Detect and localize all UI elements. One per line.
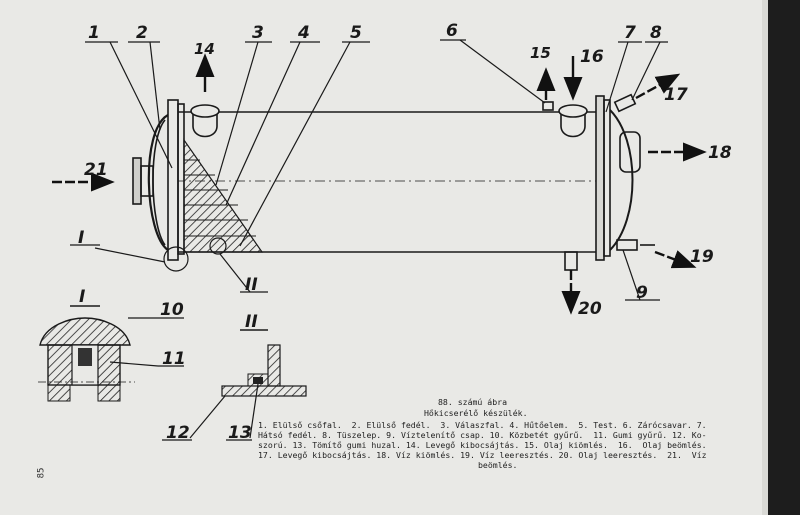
drain-cock-9 [616, 239, 655, 251]
heading-detail-II: II [245, 312, 258, 332]
label-10: 10 [160, 300, 184, 320]
label-3: 3 [252, 23, 264, 43]
label-2: 2 [136, 23, 148, 43]
film-frame-border [768, 0, 800, 515]
label-9: 9 [636, 283, 648, 303]
front-tube-sheet [167, 99, 185, 261]
label-4: 4 [297, 23, 310, 43]
figure-title: Hőkicserélő készülék. [424, 408, 528, 418]
label-19: 19 [690, 247, 714, 267]
label-8: 8 [650, 23, 662, 43]
label-18: 18 [708, 143, 732, 163]
film-edge [762, 0, 768, 515]
flow-arrows [52, 53, 707, 315]
label-11: 11 [162, 349, 186, 369]
legend-line-5: beömlés. [478, 460, 518, 470]
inlet-nozzle [132, 157, 154, 205]
plug-15 [542, 101, 554, 111]
rear-flange [595, 95, 611, 261]
label-16: 16 [580, 47, 604, 67]
label-17: 17 [664, 85, 688, 105]
legend-line-2: Hátsó fedél. 8. Tüszelep. 9. Víztelenítő… [258, 430, 707, 440]
vent-valve-17 [613, 93, 637, 113]
label-12: 12 [166, 423, 190, 443]
label-15: 15 [530, 44, 551, 62]
figure-number: 88. számú ábra [438, 397, 508, 407]
legend-line-4: 17. Levegő kibocsájtás. 18. Víz kiömlés.… [258, 450, 707, 460]
top-vent-16 [558, 104, 588, 138]
label-6: 6 [446, 21, 458, 41]
label-5: 5 [350, 23, 362, 43]
label-13: 13 [228, 423, 252, 443]
label-detail-I: I [78, 228, 84, 248]
label-20: 20 [578, 299, 602, 319]
label-7: 7 [624, 23, 636, 43]
legend-line-3: szorú. 13. Tömítő gumi huzal. 14. Levegő… [258, 440, 707, 450]
tube-bundle-section [183, 138, 264, 253]
leader-lines [70, 39, 668, 301]
top-vent-14 [190, 104, 220, 138]
heading-detail-I: I [79, 287, 85, 307]
label-detail-II: II [245, 275, 258, 295]
legend-line-1: 1. Elülső csőfal. 2. Elülső fedél. 3. Vá… [258, 420, 707, 430]
label-1: 1 [88, 23, 100, 43]
oil-drain-20 [564, 251, 578, 271]
rear-cover [609, 109, 634, 251]
page-number: 85 [36, 467, 47, 479]
label-21: 21 [84, 160, 108, 180]
detail-II-section [162, 329, 307, 441]
detail-I-section [38, 305, 184, 402]
label-14: 14 [194, 40, 215, 58]
